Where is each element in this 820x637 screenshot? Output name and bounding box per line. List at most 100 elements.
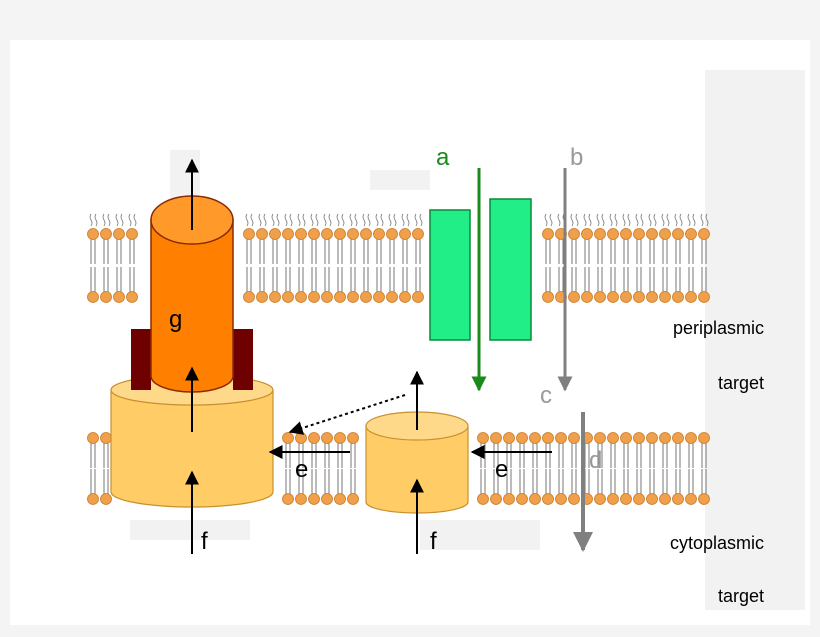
lipid-head <box>646 432 658 444</box>
lps-chain <box>89 213 98 227</box>
lipid-head <box>477 493 489 505</box>
label-f-right: f <box>430 528 437 555</box>
lps-chain <box>271 213 280 227</box>
label-periplasmic: periplasmic <box>673 318 764 338</box>
lps-chain <box>323 213 332 227</box>
lipid-head <box>594 432 606 444</box>
green-channel <box>429 198 532 341</box>
lipid-head <box>321 432 333 444</box>
lipid-head <box>555 432 567 444</box>
arrow-dashed <box>288 394 406 435</box>
lps-chain <box>128 213 137 227</box>
label-e-left: e <box>295 456 308 483</box>
lipid-head <box>308 291 320 303</box>
label-e-right: e <box>495 456 508 483</box>
lipid-head <box>87 493 99 505</box>
lipid-head <box>529 493 541 505</box>
lipid-head <box>282 493 294 505</box>
lipid-head <box>633 493 645 505</box>
lipid-head <box>568 228 580 240</box>
lipid-head <box>360 291 372 303</box>
lps-chain <box>115 213 124 227</box>
lipid-head <box>698 291 710 303</box>
lipid-head <box>698 432 710 444</box>
lipid-head <box>529 432 541 444</box>
lipid-head <box>87 432 99 444</box>
lipid-head <box>269 228 281 240</box>
lipid-head <box>646 493 658 505</box>
lipid-head <box>399 291 411 303</box>
label-g: g <box>169 306 182 333</box>
lipid-head <box>386 291 398 303</box>
lipid-head <box>607 228 619 240</box>
lipid-head <box>503 493 515 505</box>
lipid-head <box>347 493 359 505</box>
lipid-head <box>295 228 307 240</box>
lipid-head <box>685 493 697 505</box>
lipid-head <box>412 291 424 303</box>
lps-chain <box>362 213 371 227</box>
lipid-head <box>490 493 502 505</box>
lipid-head <box>308 432 320 444</box>
lipid-head <box>100 228 112 240</box>
lipid-head <box>685 432 697 444</box>
lipid-head <box>256 291 268 303</box>
lipid-head <box>516 432 528 444</box>
lipid-head <box>113 291 125 303</box>
lps-chain <box>635 213 644 227</box>
lipid-head <box>698 493 710 505</box>
lipid-head <box>685 291 697 303</box>
lps-chain <box>622 213 631 227</box>
lipid-head <box>412 228 424 240</box>
lipid-head <box>672 291 684 303</box>
lipid-head <box>113 228 125 240</box>
lipid-head <box>542 432 554 444</box>
lipid-head <box>646 228 658 240</box>
lipid-head <box>633 432 645 444</box>
lps-chain <box>388 213 397 227</box>
lipid-head <box>334 432 346 444</box>
lipid-head <box>659 291 671 303</box>
lipid-head <box>269 291 281 303</box>
lipid-head <box>347 432 359 444</box>
lipid-head <box>347 291 359 303</box>
left-anchor-block <box>131 329 151 390</box>
lipid-head <box>282 291 294 303</box>
lps-chain <box>648 213 657 227</box>
lipid-head <box>698 228 710 240</box>
lps-chain <box>310 213 319 227</box>
lipid-head <box>659 493 671 505</box>
channel-left-half <box>429 209 471 341</box>
lipid-head <box>490 432 502 444</box>
lipid-head <box>516 493 528 505</box>
lipid-head <box>620 228 632 240</box>
lipid-head <box>672 493 684 505</box>
lipid-head <box>633 291 645 303</box>
lipid-head <box>334 291 346 303</box>
lipid-head <box>542 493 554 505</box>
lipid-head <box>373 291 385 303</box>
lipid-head <box>321 493 333 505</box>
label-d: d <box>589 447 602 474</box>
lipid-head <box>568 291 580 303</box>
lipid-head <box>282 432 294 444</box>
lipid-head <box>295 291 307 303</box>
lipid-head <box>620 291 632 303</box>
lipid-head <box>568 493 580 505</box>
lps-chain <box>414 213 423 227</box>
lipid-head <box>243 228 255 240</box>
lipid-head <box>503 432 515 444</box>
lipid-head <box>646 291 658 303</box>
lps-chain <box>401 213 410 227</box>
lipid-head <box>100 432 112 444</box>
lps-chain <box>661 213 670 227</box>
lipid-head <box>594 291 606 303</box>
lps-chain <box>336 213 345 227</box>
lps-chain <box>284 213 293 227</box>
small-base-cylinder <box>365 411 469 514</box>
lipid-head <box>282 228 294 240</box>
label-f-left: f <box>201 528 208 555</box>
outer-membrane-bilayer <box>87 213 710 303</box>
label-cytoplasmic: cytoplasmic <box>670 533 764 553</box>
